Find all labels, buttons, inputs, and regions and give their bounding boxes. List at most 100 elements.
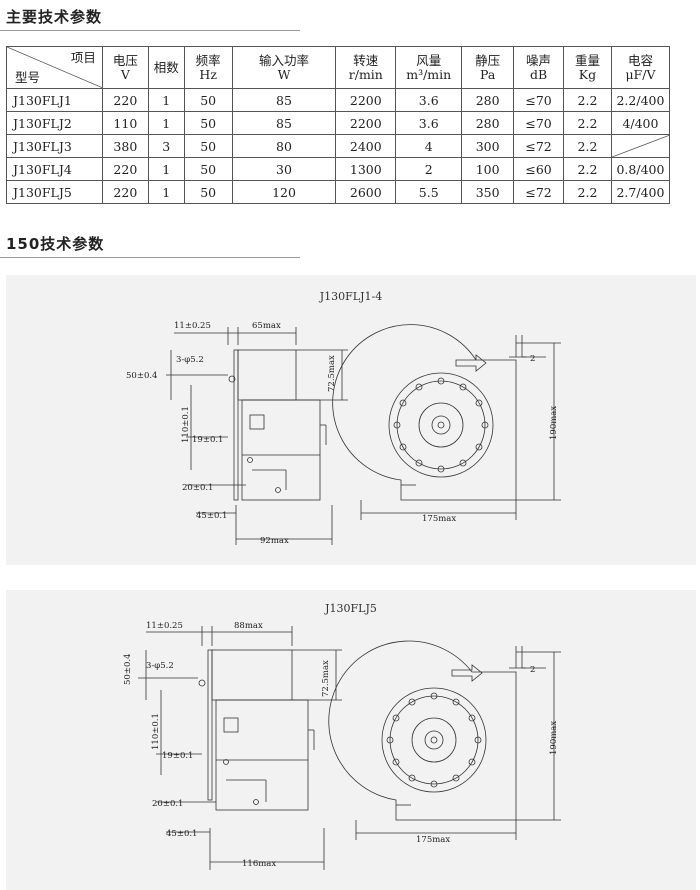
table-cell: 2400: [335, 134, 397, 158]
bracket: [249, 414, 265, 430]
bracket: [223, 717, 239, 733]
table-row: J130FLJ2 110 1 50 85 2200 3.6 280 ≤70 2.…: [6, 111, 671, 135]
dim-label: 175max: [422, 514, 456, 524]
fan-scroll-housing: [332, 324, 517, 501]
table-cell: 50: [183, 134, 233, 158]
table-cell-model: J130FLJ2: [6, 111, 103, 135]
table-cell: 380: [101, 134, 149, 158]
impeller-inner: [389, 695, 479, 785]
table-cell: 5.5: [395, 180, 463, 204]
table-cell: 220: [101, 88, 149, 112]
impeller-outer: [388, 372, 494, 478]
section-title-main-specs: 主要技术参数: [6, 8, 103, 26]
table-cell: 3.6: [395, 111, 463, 135]
dim-label: 72.5max: [321, 660, 331, 697]
mounting-hole: [275, 487, 281, 493]
dim-label: 92max: [260, 536, 289, 546]
dim-label: 2: [530, 354, 535, 364]
drawing-panel-j130flj5: J130FLJ5: [6, 590, 696, 890]
table-cell: 100: [461, 157, 515, 181]
table-cell-model: J130FLJ5: [6, 180, 103, 204]
table-cell: 280: [461, 88, 515, 112]
table-cell-model: J130FLJ4: [6, 157, 103, 181]
table-cell: 2.2/400: [610, 88, 671, 112]
dim-label: 175max: [416, 835, 450, 845]
table-cell: 2200: [335, 88, 397, 112]
diagonal-line: [611, 135, 670, 157]
table-cell: ≤70: [513, 88, 565, 112]
drawing-labels: 11±0.25 88max 3-φ5.2 50±0.4 72.5max 110±…: [123, 621, 559, 869]
table-cell: 1: [147, 111, 185, 135]
mounting-hole: [228, 375, 236, 383]
drawing-title: J130FLJ1-4: [319, 290, 383, 303]
flange-plate: [233, 349, 239, 501]
technical-drawing: [166, 324, 561, 545]
dim-label: 11±0.25: [174, 321, 211, 331]
dim-label: 2: [530, 665, 535, 675]
fan-scroll-housing: [328, 640, 517, 821]
dim-label: 20±0.1: [152, 799, 183, 809]
table-cell: 2200: [335, 111, 397, 135]
dim-label: 116max: [242, 859, 276, 869]
dim-label: 3-φ5.2: [176, 355, 204, 365]
dim-label: 72.5max: [327, 355, 337, 392]
table-cell: ≤72: [513, 134, 565, 158]
table-row: J130FLJ3 380 3 50 80 2400 4 300 ≤72 2.2: [6, 134, 671, 158]
table-cell: 280: [461, 111, 515, 135]
dim-label: 3-φ5.2: [146, 661, 174, 671]
table-cell: 4/400: [610, 111, 671, 135]
fan-housing-side: [215, 699, 309, 811]
table-cell-model: J130FLJ3: [6, 134, 103, 158]
dim-label: 20±0.1: [182, 483, 213, 493]
table-cell: 350: [461, 180, 515, 204]
fan-housing-side: [241, 399, 321, 501]
section-divider: [0, 30, 300, 31]
airflow-arrow-icon: [455, 354, 487, 372]
shaft: [437, 421, 445, 429]
table-cell: 1300: [335, 157, 397, 181]
table-cell: 3: [147, 134, 185, 158]
dim-label: 45±0.1: [166, 829, 197, 839]
table-cell: 50: [183, 88, 233, 112]
table-cell: 2.2: [563, 157, 612, 181]
table-cell: 30: [231, 157, 337, 181]
table-cell: 220: [101, 157, 149, 181]
impeller-hub: [411, 717, 457, 763]
table-cell: 2600: [335, 180, 397, 204]
table-cell: 3.6: [395, 88, 463, 112]
table-cell: 2.2: [563, 111, 612, 135]
technical-drawing: [138, 626, 561, 870]
dim-label: 88max: [234, 621, 263, 631]
section-divider: [0, 257, 300, 258]
dim-label: 190max: [549, 406, 559, 440]
table-cell: 80: [231, 134, 337, 158]
column-header: 相数: [147, 46, 185, 89]
table-cell: ≤60: [513, 157, 565, 181]
impeller-inner: [396, 380, 486, 470]
dim-label: 19±0.1: [192, 435, 223, 445]
mounting-hole: [198, 679, 206, 687]
dim-label: 45±0.1: [196, 511, 227, 521]
table-cell-empty-diagonal: [610, 134, 671, 158]
table-row: J130FLJ4 220 1 50 30 1300 2 100 ≤60 2.2 …: [6, 157, 671, 181]
dim-label: 50±0.4: [126, 371, 157, 381]
table-cell: 220: [101, 180, 149, 204]
dim-label: 50±0.4: [123, 654, 133, 685]
table-cell: 110: [101, 111, 149, 135]
table-cell: 2.2: [563, 180, 612, 204]
table-cell: 50: [183, 157, 233, 181]
mounting-hole: [223, 759, 229, 765]
diagonal-line: [7, 47, 103, 88]
impeller-blades: [393, 377, 489, 473]
dim-label: 110±0.1: [181, 406, 191, 443]
shaft-hub: [424, 730, 444, 750]
dim-label: 110±0.1: [151, 713, 161, 750]
table-cell: 4: [395, 134, 463, 158]
